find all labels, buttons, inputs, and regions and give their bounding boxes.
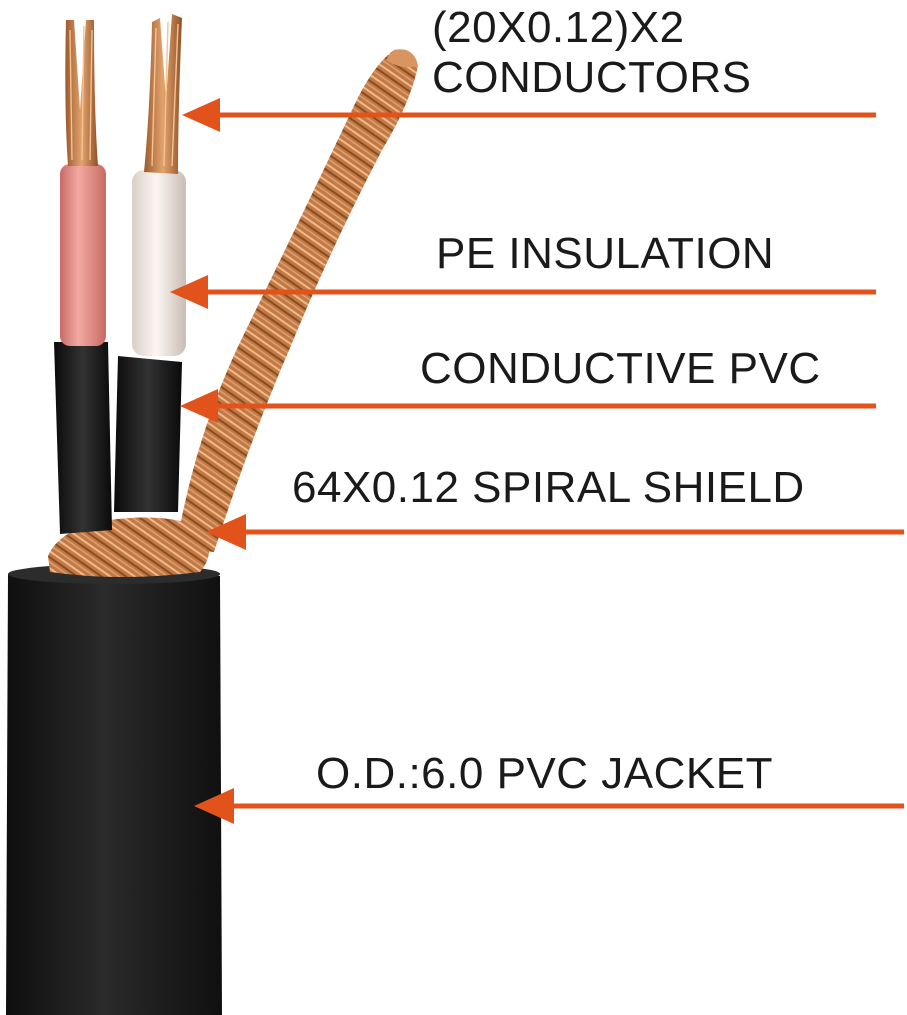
conductors-spec-label: (20X0.12)X2 — [432, 3, 685, 52]
insulation-label: PE INSULATION — [436, 229, 775, 278]
arrow-insulation — [170, 275, 876, 309]
arrow-conductors — [182, 98, 876, 132]
shield-label: 64X0.12 SPIRAL SHIELD — [292, 463, 805, 512]
red-conductor — [54, 20, 112, 534]
conductors-label: CONDUCTORS — [432, 53, 752, 102]
pvc-jacket — [6, 564, 222, 1015]
jacket-label: O.D.:6.0 PVC JACKET — [316, 749, 773, 798]
arrow-jacket — [194, 788, 904, 824]
white-conductor — [114, 14, 186, 512]
spiral-shield-drain — [176, 49, 418, 552]
arrow-shield — [206, 514, 904, 550]
spiral-shield-wrap — [48, 517, 210, 577]
conductive-pvc-label: CONDUCTIVE PVC — [420, 344, 821, 393]
arrow-conductive-pvc — [180, 389, 876, 423]
